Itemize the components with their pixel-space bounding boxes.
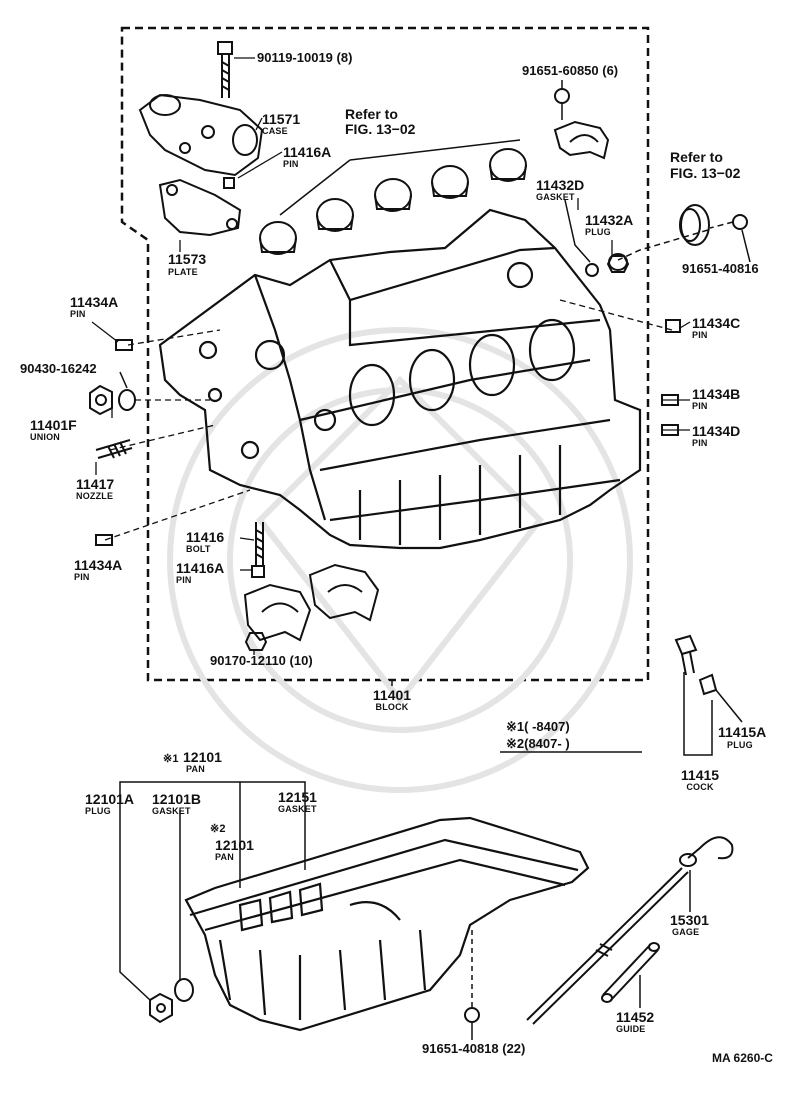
label-91651-40816: 91651-40816 [682, 261, 759, 276]
label-11432a-name: PLUG [585, 227, 611, 237]
washer-91651-40818 [464, 1007, 480, 1023]
label-11452: 11452 [616, 1009, 655, 1025]
bearing-caps-lower [243, 563, 380, 642]
label-11434d-name: PIN [692, 438, 708, 448]
label-11415-name: COCK [686, 782, 714, 792]
label-12101a-name: PLUG [85, 806, 111, 816]
label-12151-name: GASKET [278, 804, 317, 814]
label-11401f-name: UNION [30, 432, 60, 442]
pin-11434a-top [115, 339, 133, 351]
label-11434a-bottom-name: PIN [74, 572, 90, 582]
bolt-90119 [217, 41, 233, 98]
label-11416: 11416 [186, 529, 225, 545]
watermark-emblem [167, 327, 633, 793]
bolt-11416 [255, 522, 264, 565]
label-11417-name: NOZZLE [76, 491, 114, 501]
case-11571 [138, 93, 264, 177]
drain-plug-12101a [149, 992, 173, 1024]
label-12101b-name: GASKET [152, 806, 191, 816]
gasket-12101b [174, 978, 194, 1002]
washer-91651-60850 [554, 88, 570, 104]
label-12101-1: 12101 [183, 749, 222, 765]
label-11434d: 11434D [692, 423, 741, 439]
bearing-cap-top [553, 120, 610, 160]
label-11452-name: GUIDE [616, 1024, 646, 1034]
label-15301-name: GAGE [672, 927, 700, 937]
dipstick-15301 [526, 836, 734, 1025]
label-12101a: 12101A [85, 791, 135, 807]
engine-block-11401 [158, 208, 642, 550]
oil-pan-bracket [119, 781, 306, 1001]
plug-11432a [606, 253, 630, 273]
drain-cock-11415 [674, 634, 743, 756]
block-group-boundary [120, 26, 650, 682]
label-91651-40818: 91651-40818 (22) [422, 1041, 526, 1056]
label-11415a: 11415A [718, 724, 767, 740]
label-12101-1-name: PAN [186, 764, 205, 774]
label-11434a-top: 11434A [70, 294, 119, 310]
label-11432d: 11432D [536, 177, 585, 193]
label-11416-name: BOLT [186, 544, 211, 554]
label-90170-12110: 90170-12110 (10) [210, 653, 313, 668]
figure-code: MA 6260-C [712, 1051, 773, 1065]
washer-91651-40816 [732, 214, 748, 230]
label-12151: 12151 [278, 789, 317, 805]
oil-pan-12101 [184, 816, 590, 1032]
label-11416a-bottom-name: PIN [176, 575, 192, 585]
label-11571-name: CASE [262, 126, 288, 136]
label-11434a-top-name: PIN [70, 309, 86, 319]
label-11434b: 11434B [692, 386, 741, 402]
label-11434c: 11434C [692, 315, 741, 331]
ref-fig-right-1: Refer to [670, 149, 723, 165]
label-11417: 11417 [76, 476, 115, 492]
oil-seal-ring [679, 204, 710, 246]
label-11416a-top-name: PIN [283, 159, 299, 169]
guide-11452 [601, 942, 660, 1003]
label-11401: 11401 [372, 687, 412, 703]
ref-fig-right-2: FIG. 13−02 [670, 165, 741, 181]
label-15301: 15301 [670, 912, 709, 928]
label-11571: 11571 [262, 111, 301, 127]
label-11432a: 11432A [585, 212, 634, 228]
label-11415: 11415 [680, 767, 720, 783]
ref-fig-left-1: Refer to [345, 106, 398, 122]
label-12101-2-name: PAN [215, 852, 234, 862]
label-12101-2: 12101 [215, 837, 254, 853]
nozzle-11417 [95, 439, 133, 459]
pin-11416a-top [223, 177, 235, 189]
label-12101-mark2: ※2 [210, 823, 226, 835]
label-11573-name: PLATE [168, 267, 198, 277]
label-11416a-bottom: 11416A [176, 560, 225, 576]
pin-11434c [665, 319, 681, 333]
label-91651-60850: 91651-60850 (6) [522, 63, 619, 78]
label-90119: 90119-10019 (8) [257, 50, 353, 65]
pin-11416a-bottom [251, 565, 265, 578]
union-11401f [89, 384, 113, 416]
bolt-90170 [244, 632, 268, 651]
pin-11434a-bottom [95, 534, 113, 546]
label-11401-name: BLOCK [375, 702, 409, 712]
main-bearings-upper [259, 148, 527, 255]
label-90430-16242: 90430-16242 [20, 361, 97, 376]
label-11415a-name: PLUG [727, 740, 753, 750]
legend-row-2: ※2(8407- ) [506, 736, 570, 751]
ref-fig-left-2: FIG. 13−02 [345, 121, 416, 137]
label-11401f: 11401F [30, 417, 77, 433]
label-11434c-name: PIN [692, 330, 708, 340]
label-11432d-name: GASKET [536, 192, 575, 202]
label-11434b-name: PIN [692, 401, 708, 411]
washer-90430-16242 [118, 389, 136, 411]
legend-row-1: ※1( -8407) [506, 719, 570, 734]
label-12101-mark1: ※1 [163, 753, 179, 765]
plate-11573 [158, 178, 242, 237]
label-12101b: 12101B [152, 791, 202, 807]
gasket-11432d [585, 263, 599, 277]
label-11434a-bottom: 11434A [74, 557, 123, 573]
label-11416a-top: 11416A [283, 144, 332, 160]
label-11573: 11573 [168, 251, 207, 267]
